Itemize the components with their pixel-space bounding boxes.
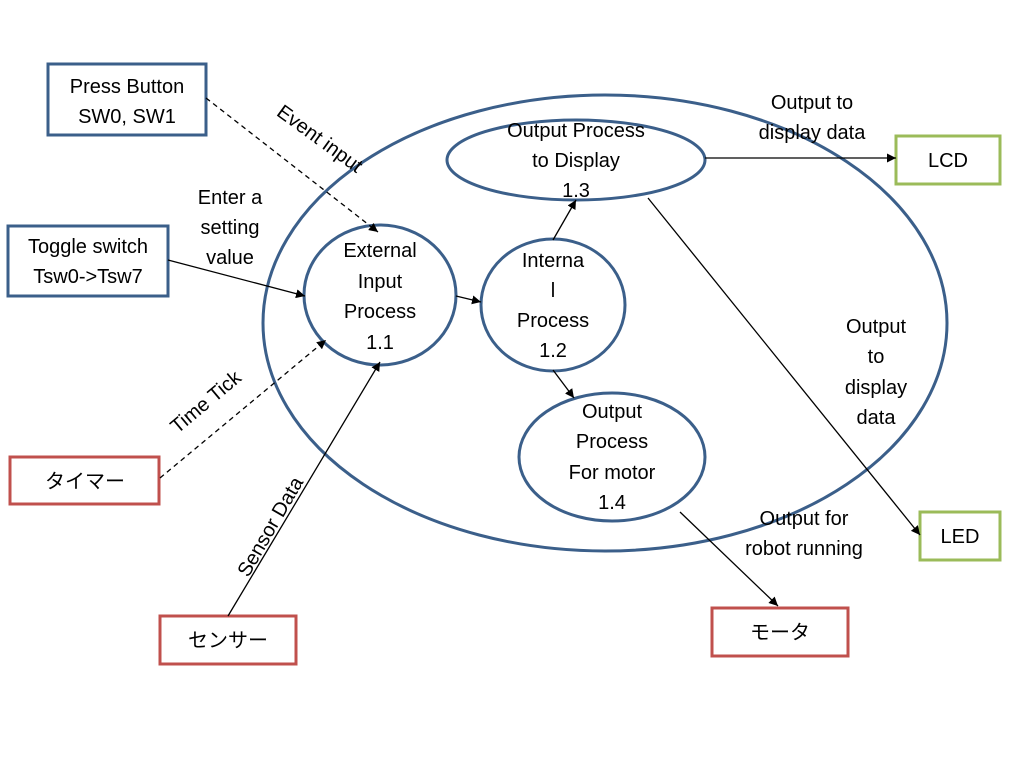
- entity-text: Tsw0->Tsw7: [33, 266, 142, 288]
- entity-lcd: [894, 134, 1002, 186]
- flow-sensor-data: [227, 361, 381, 617]
- flow-event-input: [205, 97, 379, 233]
- process-text: Process: [576, 431, 648, 453]
- entity-press-button-label: Press Button SW0, SW1: [70, 76, 185, 128]
- entity-led: [918, 510, 1002, 562]
- process-text: Output: [582, 401, 642, 423]
- entity-led-text: LED: [941, 526, 980, 548]
- flow-label-output-lcd: Output to display data: [759, 92, 867, 144]
- entity-lcd-text: LCD: [928, 150, 968, 172]
- entity-toggle-switch-label: Toggle switch Tsw0->Tsw7: [28, 236, 148, 288]
- flow-label-line: value: [206, 247, 254, 269]
- entity-sensor-text: センサー: [188, 630, 268, 652]
- flow-label-line: to: [868, 346, 885, 368]
- process-internal-label: Interna l Process 1.2: [517, 250, 589, 362]
- process-text: Process: [517, 310, 589, 332]
- flow-output-motor: [679, 511, 779, 607]
- process-text: External: [343, 240, 416, 262]
- flow-label-line: Enter a: [198, 187, 263, 209]
- flow-internal-to-display: [552, 199, 577, 241]
- process-text: Process: [344, 301, 416, 323]
- entity-timer: [8, 455, 161, 506]
- flow-label-line: Output: [846, 316, 906, 338]
- process-output-display-label: Output Process to Display 1.3: [507, 120, 645, 202]
- process-text: l: [551, 280, 555, 302]
- entity-motor-text: モータ: [750, 621, 810, 644]
- entity-text: Toggle switch: [28, 236, 148, 258]
- system-boundary: [261, 93, 949, 553]
- process-output-motor: [517, 391, 707, 523]
- process-text: 1.2: [539, 340, 567, 362]
- flow-label-line: robot running: [745, 538, 863, 560]
- flow-label-line: Output to: [771, 92, 853, 114]
- process-text: For motor: [569, 462, 656, 484]
- process-text: to Display: [532, 150, 620, 172]
- process-text: 1.1: [366, 332, 394, 354]
- flow-label-line: Output for: [760, 508, 849, 530]
- entity-timer-text: タイマー: [45, 470, 125, 493]
- flow-label-output-motor: Output for robot running: [745, 508, 863, 560]
- process-text: Output Process: [507, 120, 645, 142]
- flow-label-time-tick: Time Tick: [167, 366, 247, 438]
- entity-press-button: [46, 62, 208, 137]
- flow-external-to-internal: [455, 295, 482, 305]
- process-text: Input: [358, 271, 403, 293]
- process-output-motor-label: Output Process For motor 1.4: [569, 401, 656, 514]
- flow-label-line: display: [845, 377, 907, 399]
- flow-label-enter-setting: Enter a setting value: [198, 187, 263, 269]
- flow-label-line: display data: [759, 122, 867, 144]
- flow-label-line: data: [857, 407, 897, 429]
- process-external-input-label: External Input Process 1.1: [343, 240, 416, 354]
- process-text: Interna: [522, 250, 585, 272]
- entity-toggle-switch: [6, 224, 170, 298]
- entity-text: SW0, SW1: [78, 106, 176, 128]
- flow-internal-to-motor: [552, 369, 575, 399]
- flow-enter-setting: [167, 259, 306, 299]
- process-text: 1.4: [598, 492, 626, 514]
- flow-label-output-led: Output to display data: [845, 316, 907, 429]
- flow-output-led: [647, 197, 921, 536]
- flow-label-line: setting: [201, 217, 260, 239]
- flow-label-event-input: Event input: [273, 101, 367, 178]
- process-text: 1.3: [562, 180, 590, 202]
- entity-motor: [710, 606, 850, 658]
- flow-label-sensor-data: Sensor Data: [233, 473, 308, 581]
- entity-text: Press Button: [70, 76, 185, 98]
